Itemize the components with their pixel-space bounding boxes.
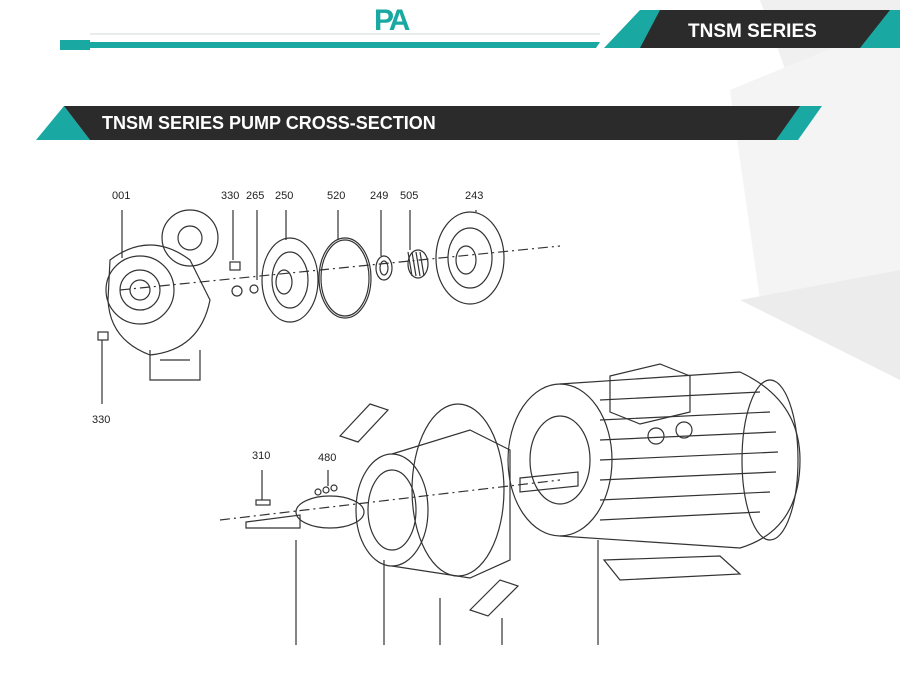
part-label-330-lower: 330 xyxy=(92,414,111,426)
part-label-310: 310 xyxy=(252,450,271,462)
part-label-001: 001 xyxy=(112,190,131,202)
section-title-band xyxy=(36,106,822,140)
part-label-265: 265 xyxy=(246,190,265,202)
pump-casing-drawing xyxy=(105,209,219,381)
part-label-330: 330 xyxy=(221,190,240,202)
part-label-249: 249 xyxy=(370,190,389,202)
series-tag: TNSM SERIES xyxy=(688,21,817,42)
section-title: TNSM SERIES PUMP CROSS-SECTION xyxy=(102,113,436,133)
brand-logo: PA xyxy=(374,4,410,37)
header-band xyxy=(60,10,900,50)
part-label-520: 520 xyxy=(327,190,346,202)
part-label-243: 243 xyxy=(465,190,484,202)
part-label-480: 480 xyxy=(318,452,337,464)
part-label-250: 250 xyxy=(275,190,294,202)
part-label-505: 505 xyxy=(400,190,419,202)
